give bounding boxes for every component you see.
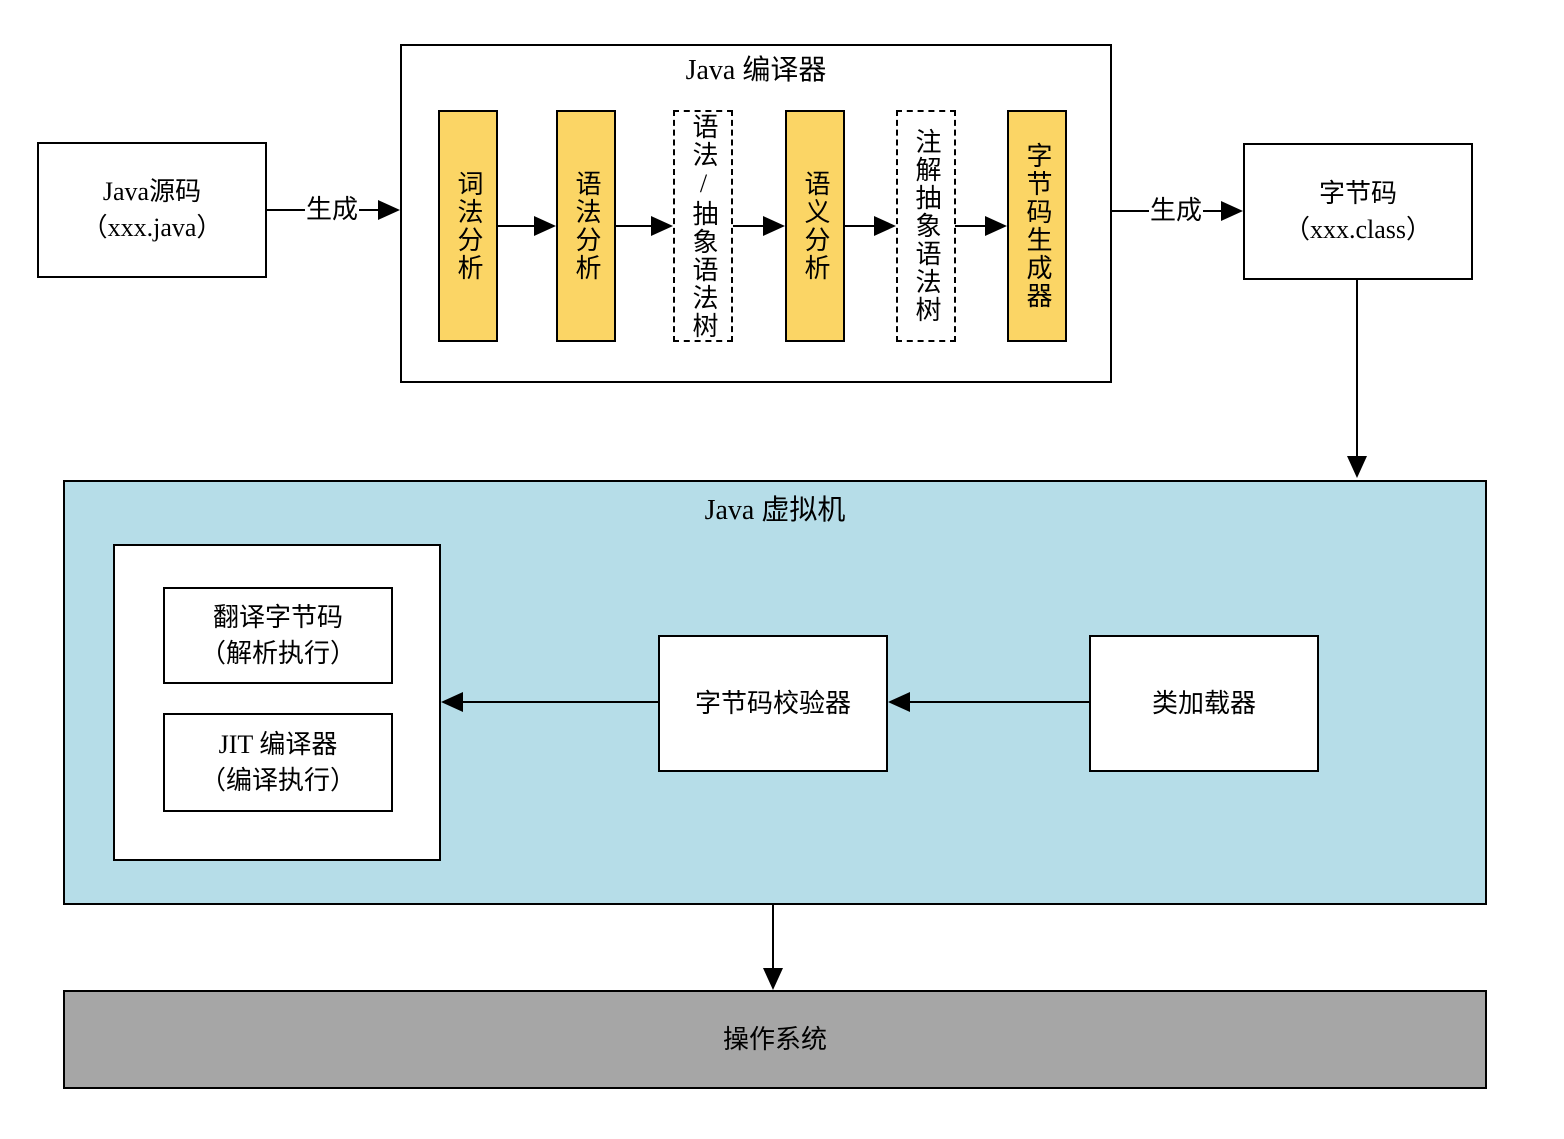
os-bar: 操作系统 [63, 990, 1487, 1089]
arrow-jvm-to-os-line [772, 905, 774, 969]
arrow-verifier-to-engine-line [463, 701, 658, 703]
interpreter-box: 翻译字节码 （解析执行） [163, 587, 393, 684]
stage-lexical-analysis: 词法分析 [438, 110, 498, 342]
arrow-stage5-to-stage6-line [955, 225, 985, 227]
stage-syntax-analysis: 语法分析 [556, 110, 616, 342]
interpreter-line1: 翻译字节码 [212, 602, 343, 632]
stage-semantic-analysis-label: 语义分析 [801, 170, 830, 282]
stage-syntax-analysis-label: 语法分析 [572, 170, 601, 282]
arrow-jvm-to-os-head [763, 968, 783, 990]
arrow-loader-to-verifier-head [888, 692, 910, 712]
jvm-title: Java 虚拟机 [704, 495, 846, 526]
arrow-stage4-to-stage5-head [874, 216, 896, 236]
interpreter-line2: （解析执行） [199, 638, 356, 668]
stage-syntax-abstract-syntax-tree-label: 语法/抽象语法树 [689, 112, 718, 340]
arrow-stage4-to-stage5-line [845, 225, 874, 227]
java-source-line2: （xxx.java） [81, 213, 223, 242]
bytecode-box: 字节码 （xxx.class） [1243, 143, 1473, 280]
arrow-stage5-to-stage6-head [985, 216, 1007, 236]
arrow-compiler-to-bytecode-head [1221, 201, 1243, 221]
bytecode-line1: 字节码 [1318, 178, 1397, 208]
arrow-stage1-to-stage2-line [498, 225, 534, 227]
arrow-stage3-to-stage4-line [733, 225, 763, 227]
class-loader-label: 类加载器 [1151, 688, 1256, 718]
arrow-loader-to-verifier-line [910, 701, 1089, 703]
bytecode-verifier-label: 字节码校验器 [694, 688, 851, 718]
stage-lexical-analysis-label: 词法分析 [454, 170, 483, 282]
jit-line1: JIT 编译器 [218, 729, 338, 759]
class-loader-box: 类加载器 [1089, 635, 1319, 772]
arrow-stage2-to-stage3-line [616, 225, 651, 227]
jit-line2: （编译执行） [199, 765, 356, 795]
java-source-line1: Java源码 [102, 177, 202, 206]
arrow-stage1-to-stage2-head [534, 216, 556, 236]
stage-annotated-abstract-syntax-tree-label: 注解抽象语法树 [912, 128, 941, 324]
arrow-source-to-compiler-head [378, 200, 400, 220]
bytecode-line2: （xxx.class） [1283, 214, 1433, 244]
arrow-bytecode-to-jvm-head [1347, 456, 1367, 478]
arrow-bytecode-to-jvm-line [1356, 280, 1358, 457]
generate-label-left: 生成 [305, 195, 360, 225]
os-label: 操作系统 [722, 1024, 827, 1054]
jit-compiler-box: JIT 编译器 （编译执行） [163, 713, 393, 812]
stage-syntax-abstract-syntax-tree: 语法/抽象语法树 [673, 110, 733, 342]
stage-semantic-analysis: 语义分析 [785, 110, 845, 342]
arrow-stage2-to-stage3-head [651, 216, 673, 236]
java-compiler-box [400, 44, 1112, 383]
java-source-box: Java源码 （xxx.java） [37, 142, 267, 278]
generate-label-right: 生成 [1149, 196, 1204, 226]
stage-bytecode-generator-label: 字节码生成器 [1023, 142, 1052, 310]
stage-annotated-abstract-syntax-tree: 注解抽象语法树 [896, 110, 956, 342]
arrow-verifier-to-engine-head [441, 692, 463, 712]
arrow-stage3-to-stage4-head [763, 216, 785, 236]
stage-bytecode-generator: 字节码生成器 [1007, 110, 1067, 342]
bytecode-verifier-box: 字节码校验器 [658, 635, 888, 772]
java-compiler-title: Java 编译器 [685, 55, 827, 86]
